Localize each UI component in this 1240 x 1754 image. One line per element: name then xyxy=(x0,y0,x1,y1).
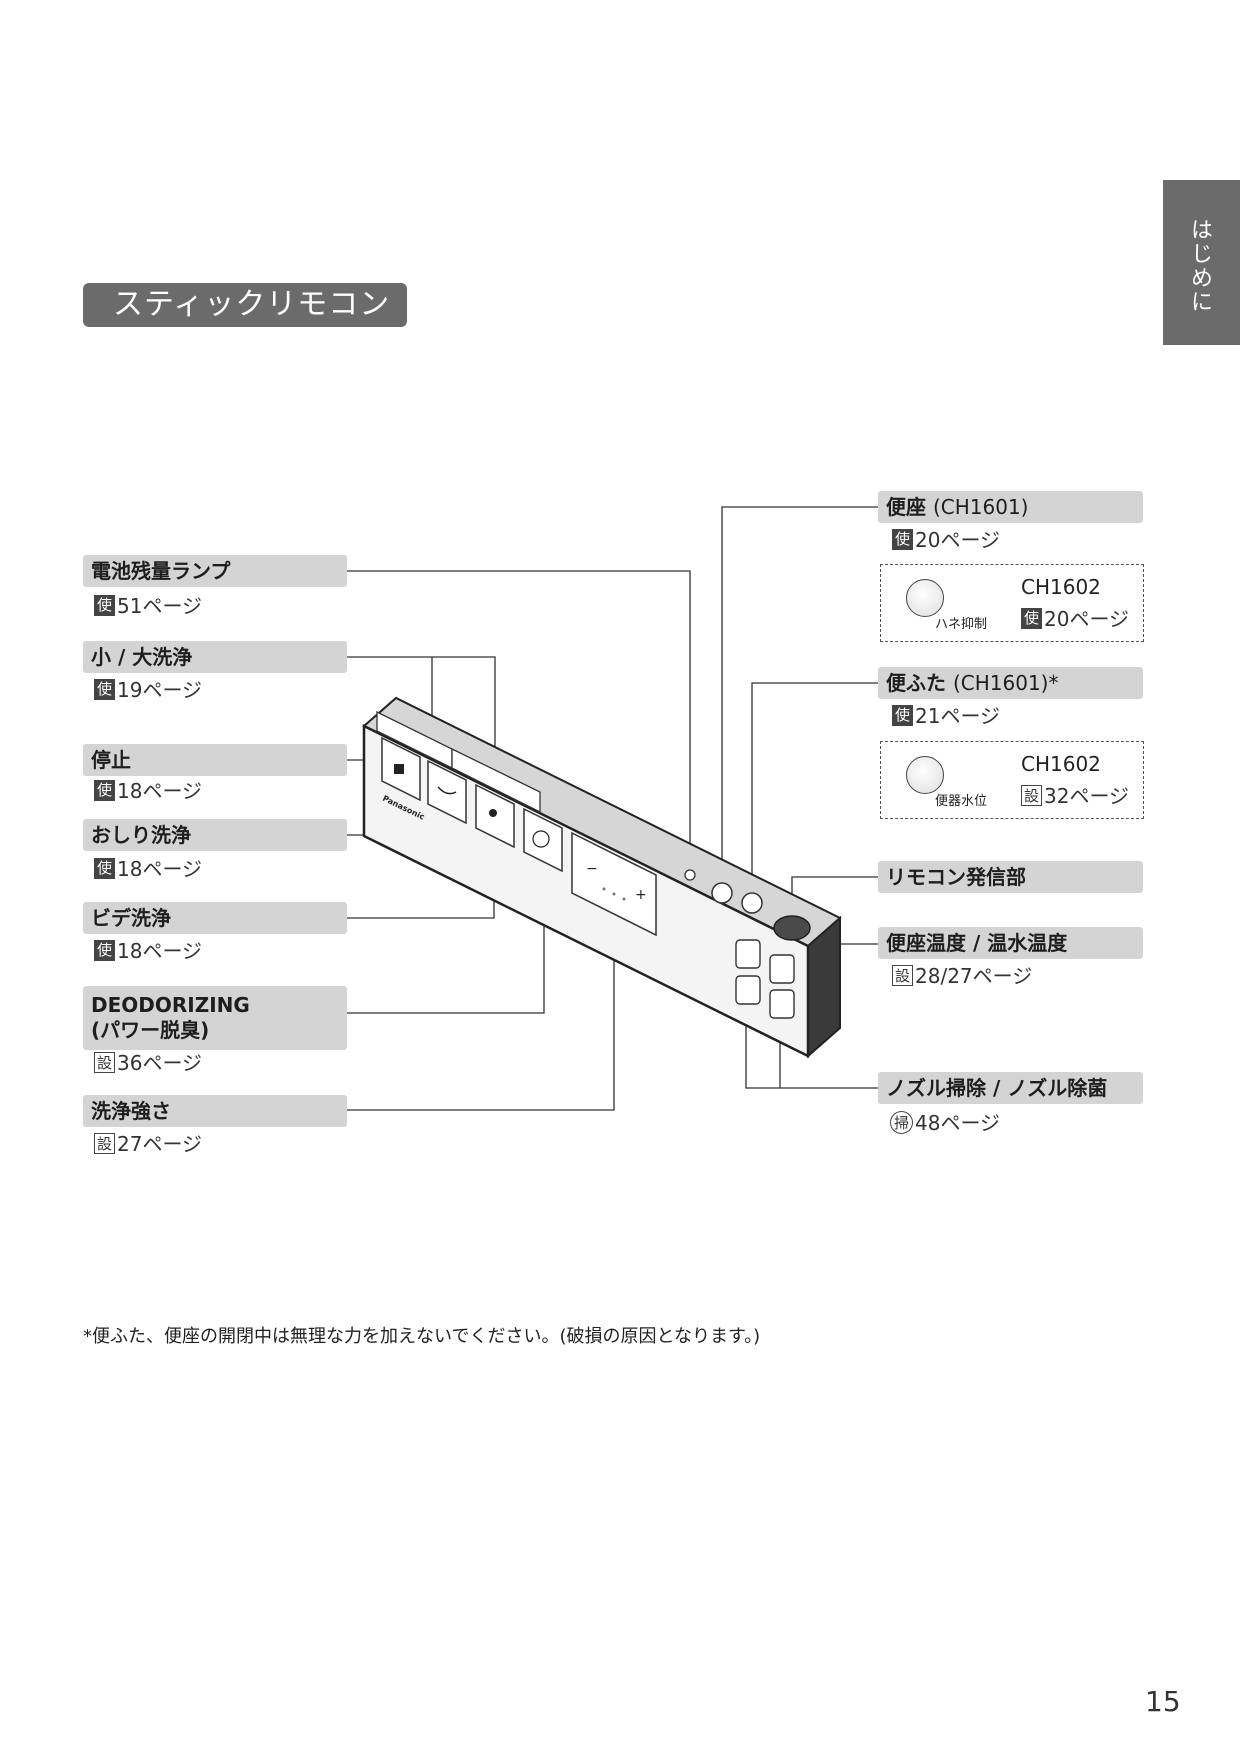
label-temperature: 便座温度 / 温水温度 xyxy=(878,927,1143,959)
section-title: スティックリモコン xyxy=(83,283,407,327)
splash-suppress-button xyxy=(906,579,944,617)
lid-model: (CH1601) xyxy=(952,671,1049,695)
transmitter-window xyxy=(773,915,811,941)
usage-badge: 使 xyxy=(94,780,115,801)
page-ref: 32ページ xyxy=(1044,784,1130,808)
setting-badge: 設 xyxy=(1021,785,1042,806)
rear-wash-icon xyxy=(437,786,457,795)
chapter-tab: はじめに xyxy=(1163,180,1240,345)
stick-remote: Panasonic − + xyxy=(362,696,842,1059)
setting-badge: 設 xyxy=(94,1133,115,1154)
wash-strength-button[interactable] xyxy=(571,831,657,937)
deodorizing-subtitle: (パワー脱臭) xyxy=(91,1018,210,1042)
seat-title: 便座 xyxy=(886,495,926,519)
usage-badge: 使 xyxy=(94,679,115,700)
minus-icon: − xyxy=(586,861,598,877)
lid-open-button[interactable] xyxy=(741,892,763,914)
usage-badge: 使 xyxy=(94,940,115,961)
rear-wash-button[interactable] xyxy=(427,759,467,825)
page-ref: 48ページ xyxy=(915,1111,1001,1135)
page-ref: 21ページ xyxy=(915,704,1001,728)
label-small-large-flush: 小 / 大洗浄 xyxy=(83,641,347,673)
footnote: *便ふた、便座の開閉中は無理な力を加えないでください。(破損の原因となります。) xyxy=(83,1326,761,1347)
label-rear-wash: おしり洗浄 xyxy=(83,819,347,851)
label-deodorizing: DEODORIZING(パワー脱臭) xyxy=(83,986,347,1050)
fan-icon xyxy=(532,830,550,848)
cleaning-badge: 掃 xyxy=(890,1111,913,1134)
seat-model: (CH1601) xyxy=(932,495,1029,519)
page-ref: 20ページ xyxy=(1044,607,1130,631)
deodorizing-title: DEODORIZING xyxy=(91,993,250,1017)
nozzle-sterile-button[interactable] xyxy=(769,989,795,1019)
seat-temp-button[interactable] xyxy=(735,939,761,969)
page-ref: 18ページ xyxy=(117,939,203,963)
battery-lamp xyxy=(684,869,696,881)
page-ref: 28/27ページ xyxy=(915,964,1033,988)
page-ref: 18ページ xyxy=(117,779,203,803)
plus-icon: + xyxy=(635,887,647,903)
bidet-icon xyxy=(489,809,497,817)
page-ref: 18ページ xyxy=(117,857,203,881)
page-ref: 51ページ xyxy=(117,594,203,618)
stop-icon xyxy=(394,764,404,774)
ch1602-model: CH1602 xyxy=(1021,752,1101,776)
lid-title: 便ふた xyxy=(886,671,946,695)
page-number: 15 xyxy=(1145,1685,1181,1718)
page-ref: 27ページ xyxy=(117,1132,203,1156)
ch1602-model: CH1602 xyxy=(1021,575,1101,599)
usage-badge: 使 xyxy=(892,529,913,550)
usage-badge: 使 xyxy=(1021,608,1042,629)
water-temp-button[interactable] xyxy=(769,954,795,984)
deodorize-button[interactable] xyxy=(523,807,563,873)
seat-open-button[interactable] xyxy=(711,882,733,904)
label-bidet: ビデ洗浄 xyxy=(83,902,347,934)
strength-dots xyxy=(602,887,626,901)
page-ref: 36ページ xyxy=(117,1051,203,1075)
water-level-button xyxy=(906,756,944,794)
label-stop: 停止 xyxy=(83,744,347,776)
lid-asterisk: * xyxy=(1048,671,1059,695)
splash-suppress-caption: ハネ抑制 xyxy=(935,617,988,632)
setting-badge: 設 xyxy=(892,965,913,986)
usage-badge: 使 xyxy=(94,858,115,879)
water-level-caption: 便器水位 xyxy=(935,794,988,809)
label-wash-strength: 洗浄強さ xyxy=(83,1095,347,1127)
setting-badge: 設 xyxy=(94,1052,115,1073)
label-nozzle: ノズル掃除 / ノズル除菌 xyxy=(878,1072,1143,1104)
usage-badge: 使 xyxy=(94,595,115,616)
page-ref: 20ページ xyxy=(915,528,1001,552)
page-ref: 19ページ xyxy=(117,678,203,702)
nozzle-clean-button[interactable] xyxy=(735,975,761,1005)
label-seat: 便座 (CH1601) xyxy=(878,491,1143,523)
label-lid: 便ふた (CH1601)* xyxy=(878,667,1143,699)
label-transmitter: リモコン発信部 xyxy=(878,861,1143,893)
usage-badge: 使 xyxy=(892,705,913,726)
label-battery-lamp: 電池残量ランプ xyxy=(83,555,347,587)
chapter-tab-label: はじめに xyxy=(1187,218,1212,314)
